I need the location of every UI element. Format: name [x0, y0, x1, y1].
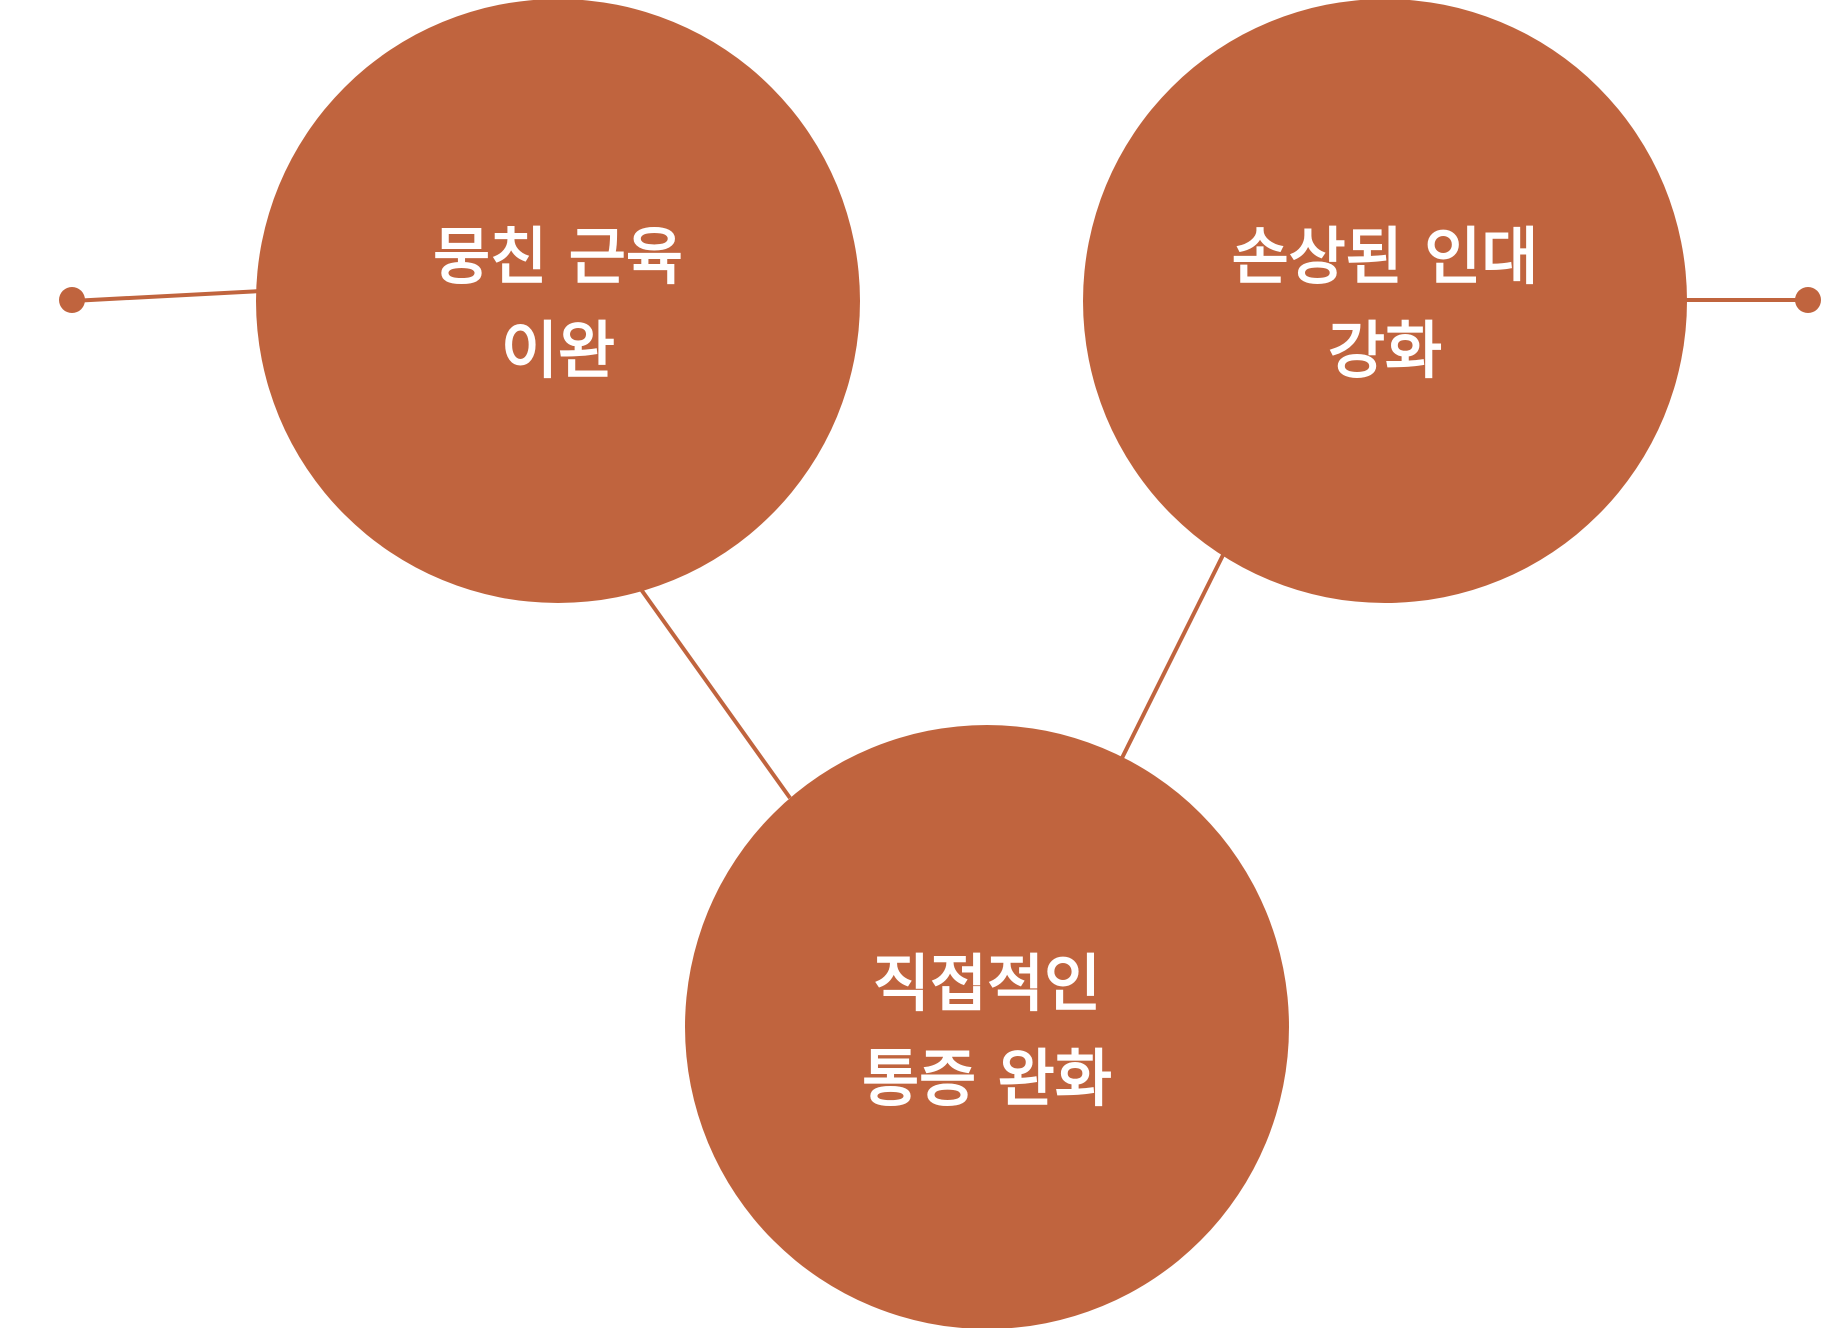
connector-left-endpoint-to-node-1 [71, 289, 263, 303]
left-endpoint-dot [59, 287, 85, 313]
node-3: 직접적인 통증 완화 [685, 725, 1289, 1328]
connector-node-2-to-node-3 [1120, 552, 1226, 759]
node-2: 손상된 인대 강화 [1083, 0, 1687, 603]
node-2-label-line2: 강화 [1328, 314, 1442, 387]
node-1: 뭉친 근육 이완 [256, 0, 860, 603]
node-2-label-line1: 손상된 인대 [1232, 220, 1539, 293]
node-1-label-line2: 이완 [501, 314, 615, 387]
node-3-circle [685, 725, 1289, 1328]
right-endpoint-dot [1795, 287, 1821, 313]
node-3-label-line2: 통증 완화 [862, 1042, 1112, 1115]
node-3-label-line1: 직접적인 [873, 947, 1101, 1020]
node-1-circle [256, 0, 860, 603]
connector-node-1-to-node-3 [638, 586, 792, 800]
node-1-label-line1: 뭉친 근육 [433, 220, 683, 293]
node-2-circle [1083, 0, 1687, 603]
